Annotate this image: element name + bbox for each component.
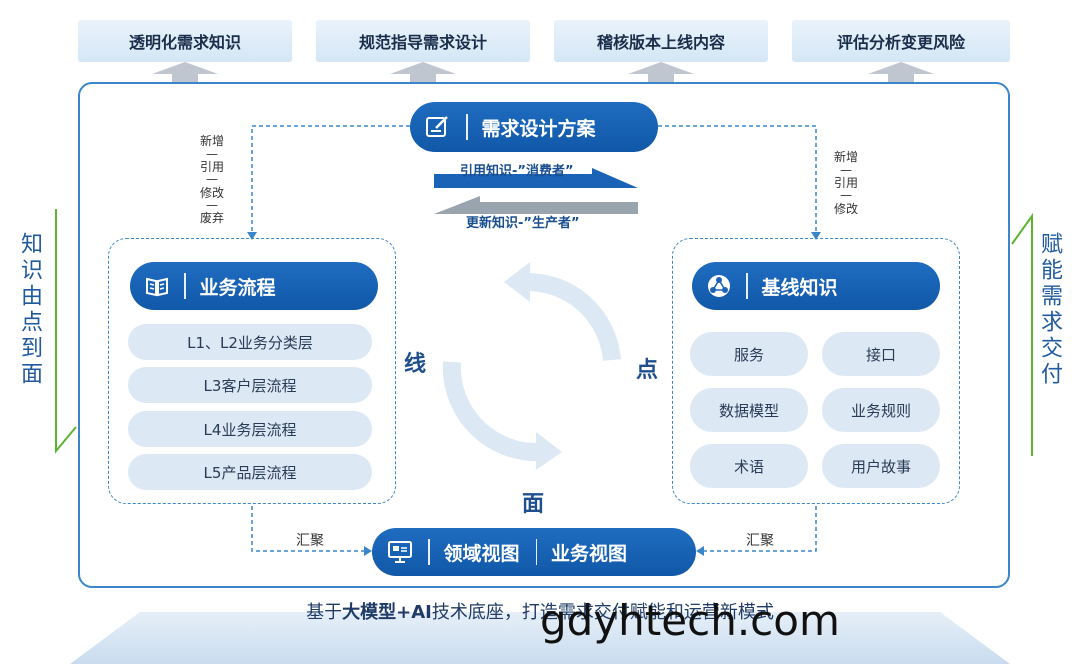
- up-arrow-icon: [628, 62, 694, 84]
- exchange-arrows: [434, 168, 638, 214]
- aggregate-right-label: 汇聚: [746, 533, 774, 549]
- up-arrow-icon: [152, 62, 218, 84]
- goal-box-1: 透明化需求知识: [78, 20, 292, 62]
- book-icon: [130, 262, 184, 310]
- goal-box-4: 评估分析变更风险: [792, 20, 1010, 62]
- footer-band: [70, 612, 1010, 664]
- op-label: 修改: [200, 185, 225, 200]
- knowledge-item: 接口: [822, 332, 940, 376]
- views-pill: 领域视图 业务视图: [372, 528, 696, 576]
- goal-label: 透明化需求知识: [128, 33, 241, 52]
- network-icon: [692, 262, 746, 310]
- goal-box-2: 规范指导需求设计: [316, 20, 530, 62]
- goal-label: 评估分析变更风险: [836, 33, 965, 52]
- left-accent-line: [55, 209, 77, 454]
- op-label: 新增: [200, 134, 225, 148]
- left-ops: 新增— 引用— 修改— 废弃: [200, 132, 224, 228]
- footer-bold: 大模型: [342, 602, 397, 623]
- quote-knowledge-label: 引用知识-”消费者”: [460, 164, 574, 179]
- footer-plus: +AI: [396, 602, 432, 623]
- op-label: 修改: [834, 201, 859, 216]
- mode-surface: 面: [522, 492, 545, 517]
- process-item: L4业务层流程: [128, 411, 372, 447]
- update-knowledge-label: 更新知识-”生产者”: [466, 216, 580, 231]
- presentation-icon: [372, 528, 428, 576]
- right-accent-line: [1011, 212, 1033, 456]
- watermark: gdyhtech.com: [540, 596, 840, 645]
- footer-rest: 技术底座，打造需求交付赋能和运营新模式: [431, 602, 774, 623]
- knowledge-item: 用户故事: [822, 444, 940, 488]
- right-side-text: 赋能需求交付: [1037, 232, 1062, 388]
- business-process-pill: 业务流程: [130, 262, 378, 310]
- aggregate-left-label: 汇聚: [296, 533, 324, 549]
- design-plan-label: 需求设计方案: [481, 117, 596, 140]
- cycle-arrows-icon: [442, 262, 621, 470]
- knowledge-item: 术语: [690, 444, 808, 488]
- footer-text: 基于大模型+AI技术底座，打造需求交付赋能和运营新模式: [0, 598, 1080, 624]
- right-ops: 新增— 引用— 修改: [834, 148, 858, 218]
- process-item: L5产品层流程: [128, 454, 372, 490]
- mode-line: 线: [404, 352, 427, 377]
- process-item: L1、L2业务分类层: [128, 324, 372, 360]
- business-process-title: 业务流程: [199, 276, 276, 299]
- goal-label: 稽核版本上线内容: [596, 33, 725, 52]
- knowledge-item: 业务规则: [822, 388, 940, 432]
- goal-box-3: 稽核版本上线内容: [554, 20, 768, 62]
- mode-point: 点: [636, 358, 659, 383]
- design-plan-pill: 需求设计方案: [410, 102, 658, 152]
- up-arrow-icon: [868, 62, 934, 84]
- edit-document-icon: [410, 102, 466, 152]
- op-label: 引用: [834, 175, 859, 190]
- op-label: 新增: [834, 150, 859, 164]
- domain-view-label: 领域视图: [443, 542, 520, 565]
- business-process-box: [108, 238, 396, 504]
- left-side-text: 知识由点到面: [17, 232, 42, 388]
- footer-prefix: 基于: [306, 602, 343, 623]
- knowledge-item: 服务: [690, 332, 808, 376]
- baseline-knowledge-title: 基线知识: [761, 276, 838, 299]
- op-label: 引用: [200, 159, 225, 174]
- goal-label: 规范指导需求设计: [358, 33, 487, 52]
- process-item: L3客户层流程: [128, 367, 372, 403]
- up-arrow-icon: [390, 62, 456, 84]
- baseline-knowledge-pill: 基线知识: [692, 262, 940, 310]
- business-view-label: 业务视图: [551, 542, 628, 565]
- op-label: 废弃: [200, 211, 225, 226]
- knowledge-item: 数据模型: [690, 388, 808, 432]
- baseline-knowledge-box: [672, 238, 960, 504]
